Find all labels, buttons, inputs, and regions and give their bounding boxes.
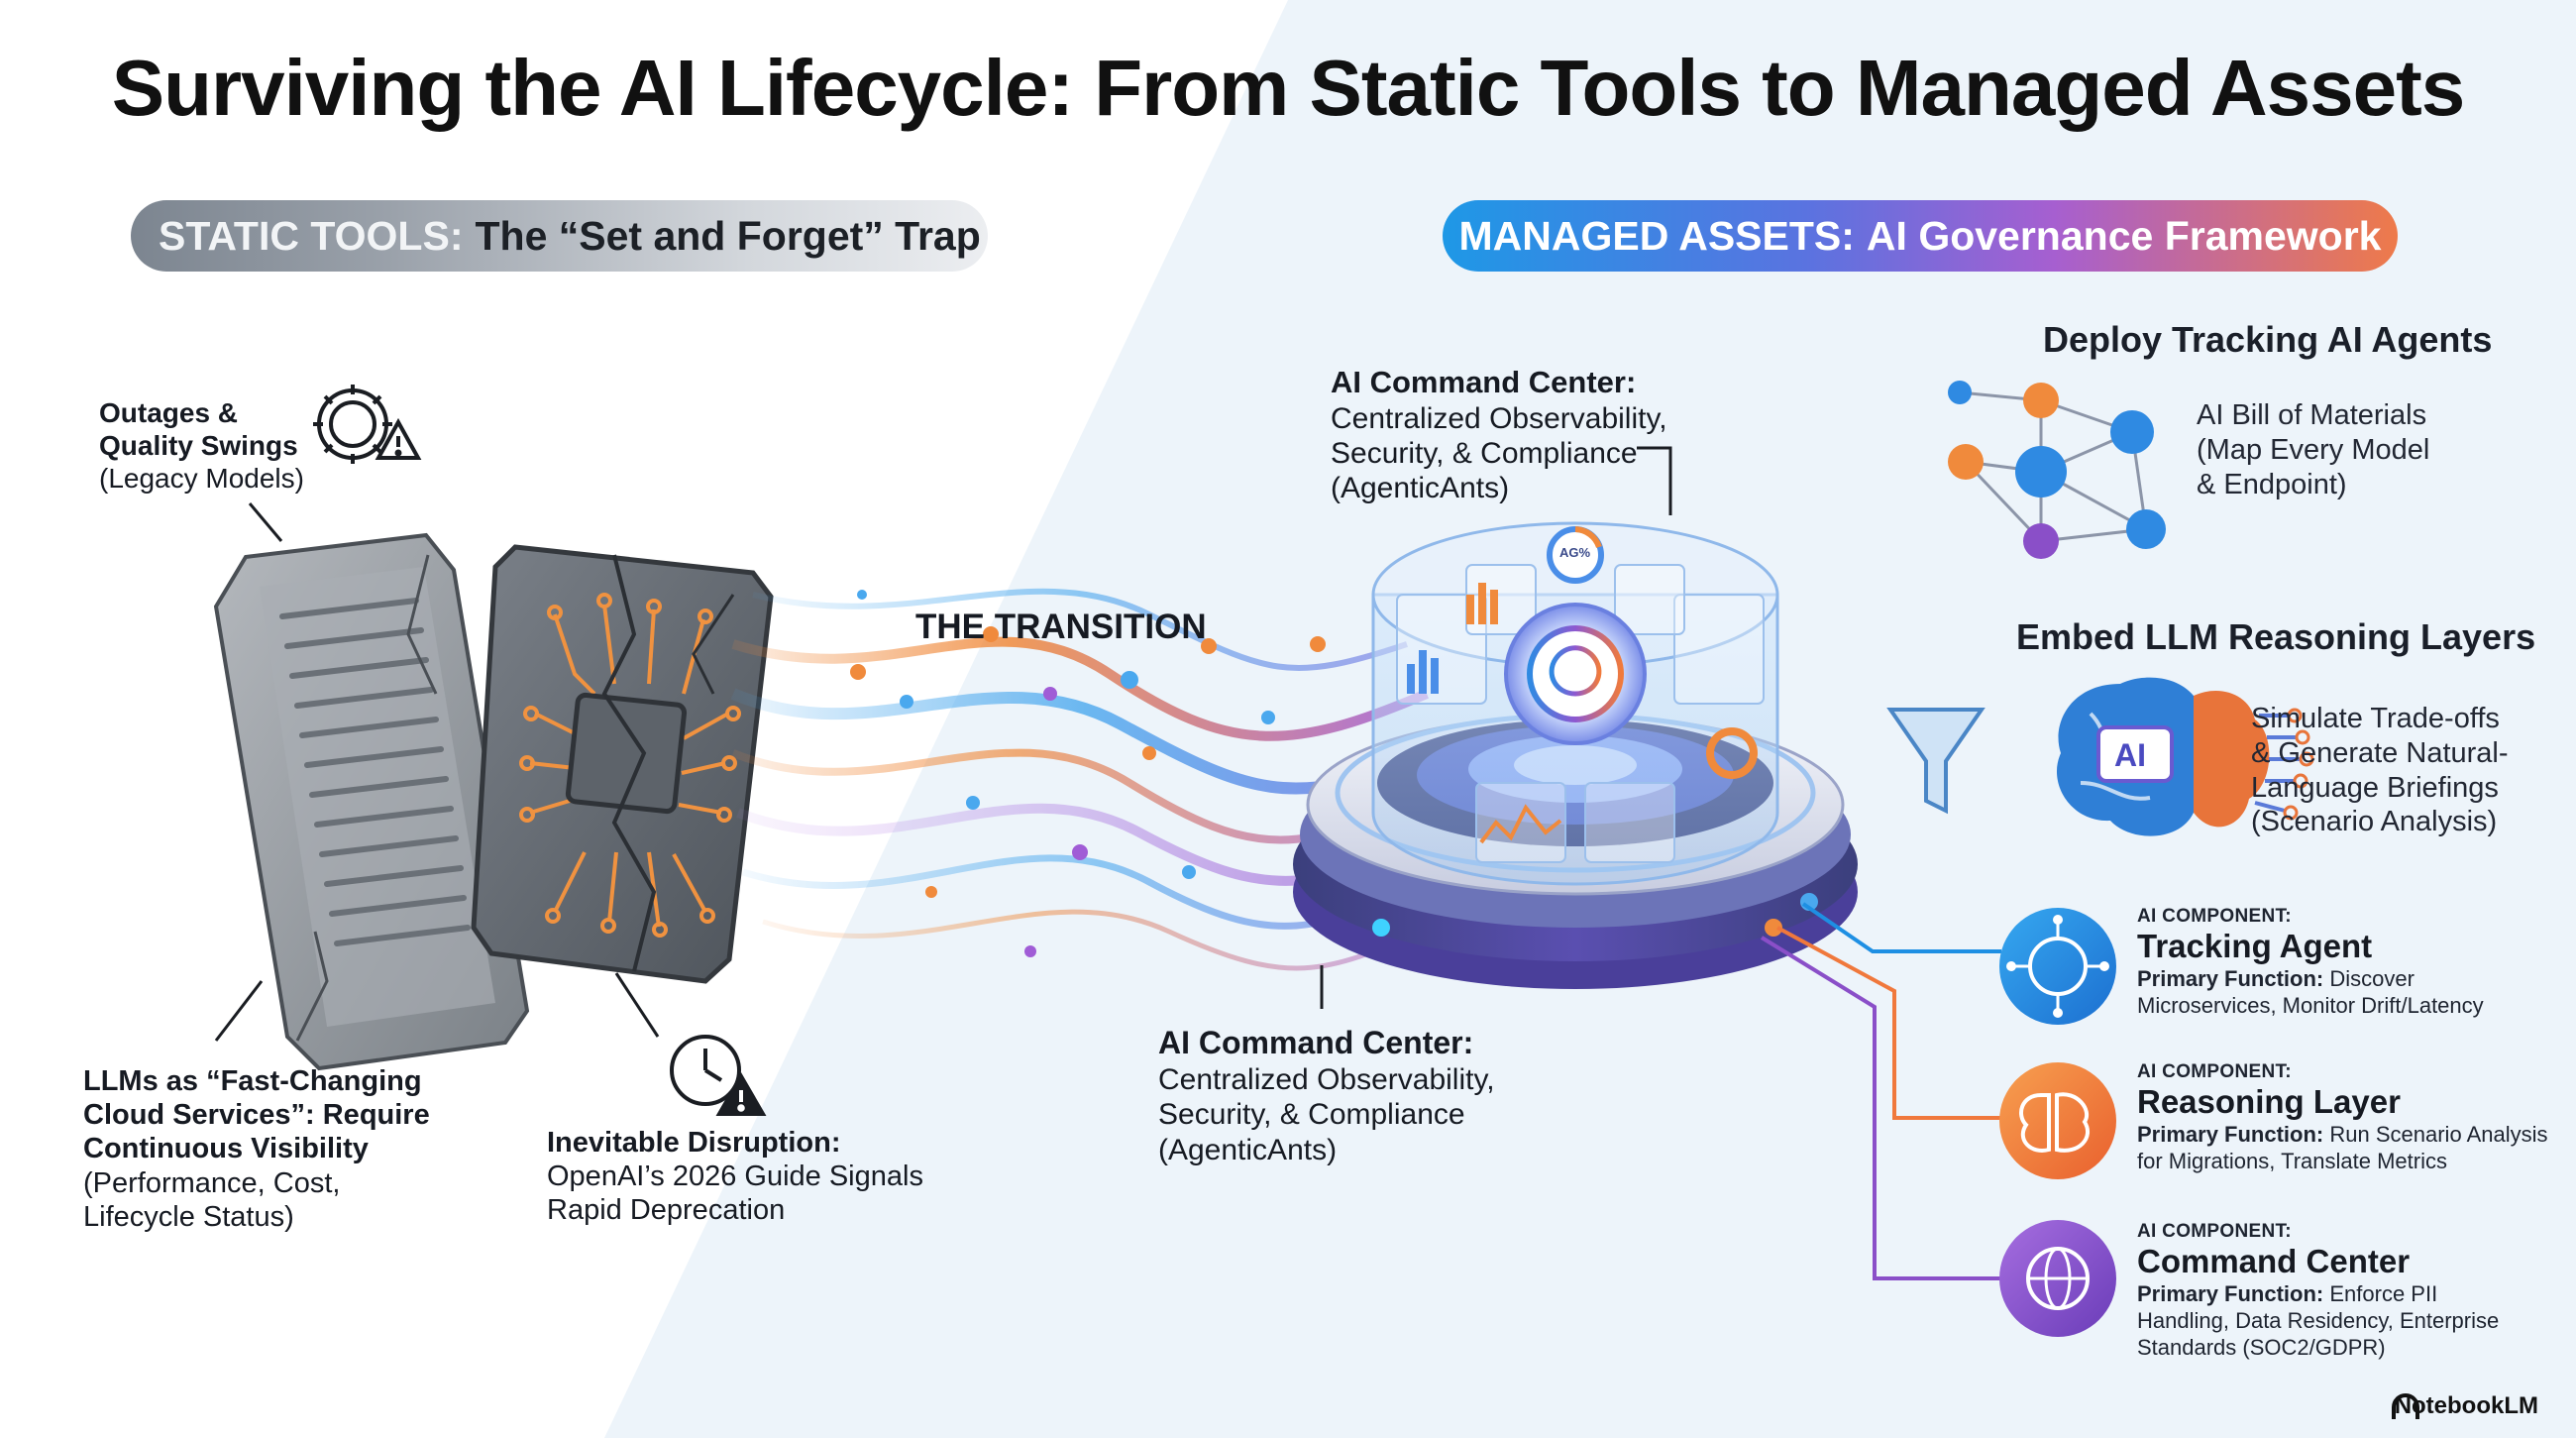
- component-tag: AI COMPONENT:: [2137, 1221, 2292, 1242]
- command-center-platform: [1293, 521, 1858, 989]
- component-func-line1: Run Scenario Analysis: [2329, 1122, 2548, 1148]
- deploy-heading: Deploy Tracking AI Agents: [2043, 319, 2493, 360]
- static-tools-banner: STATIC TOOLS: The “Set and Forget” Trap: [131, 200, 988, 272]
- llms-line1: LLMs as “Fast-Changing: [83, 1065, 422, 1097]
- command-bottom-line3: Security, & Compliance: [1158, 1098, 1465, 1132]
- managed-assets-key: MANAGED ASSETS:: [1458, 212, 1855, 259]
- component-name: Reasoning Layer: [2137, 1083, 2401, 1121]
- command-center-top-callout: AI Command Center: Centralized Observabi…: [1331, 365, 1667, 506]
- leader-disruption: [614, 972, 660, 1038]
- llms-line2: Cloud Services”: Require: [83, 1099, 430, 1132]
- component-func-line1: Enforce PII: [2329, 1281, 2438, 1307]
- command-center-bottom-callout: AI Command Center: Centralized Observabi…: [1158, 1025, 1495, 1167]
- stone-tablet-illustration: [213, 532, 530, 1071]
- cracked-chip-illustration: [471, 544, 774, 984]
- deploy-body: AI Bill of Materials (Map Every Model & …: [2197, 398, 2429, 501]
- component-func-line3: Standards (SOC2/GDPR): [2137, 1335, 2386, 1360]
- component-func-label: Primary Function:: [2137, 966, 2324, 992]
- component-name: Tracking Agent: [2137, 928, 2373, 965]
- llms-line5: Lifecycle Status): [83, 1200, 294, 1233]
- component-func-line2: for Migrations, Translate Metrics: [2137, 1149, 2447, 1174]
- transition-particles: [850, 590, 1373, 957]
- command-top-line3: Security, & Compliance: [1331, 436, 1638, 470]
- embed-line2: & Generate Natural-: [2251, 736, 2509, 769]
- component-func-label: Primary Function:: [2137, 1281, 2324, 1307]
- outages-line3: (Legacy Models): [99, 463, 304, 495]
- llms-callout: LLMs as “Fast-Changing Cloud Services”: …: [83, 1064, 430, 1234]
- agent-network-icon: [1948, 381, 2166, 559]
- managed-assets-value: AI Governance Framework: [1866, 212, 2382, 259]
- dial-text: AG%: [1559, 545, 1591, 560]
- llms-line4: (Performance, Cost,: [83, 1166, 341, 1199]
- component-func-line2: Handling, Data Residency, Enterprise: [2137, 1308, 2500, 1334]
- component-name: Command Center: [2137, 1243, 2411, 1280]
- ai-badge: AI: [2114, 737, 2146, 773]
- gear-warning-icon: [313, 385, 422, 464]
- outages-line1: Outages &: [99, 397, 239, 428]
- command-top-line1: AI Command Center:: [1331, 365, 1637, 399]
- watermark-text: NotebookLM: [2394, 1392, 2538, 1419]
- deploy-line1: AI Bill of Materials: [2197, 399, 2427, 431]
- embed-body: Simulate Trade-offs & Generate Natural- …: [2251, 702, 2509, 839]
- component-connectors: [1760, 902, 2001, 1280]
- leader-command-top: [1637, 446, 1672, 515]
- embed-heading: Embed LLM Reasoning Layers: [2016, 616, 2536, 657]
- llms-line3: Continuous Visibility: [83, 1133, 369, 1165]
- command-bottom-line1: AI Command Center:: [1158, 1025, 1474, 1060]
- ai-brain-icon: [2056, 677, 2314, 836]
- static-tools-value: The “Set and Forget” Trap: [475, 212, 981, 259]
- command-center-icon: [1999, 1220, 2116, 1337]
- deploy-line3: & Endpoint): [2197, 468, 2347, 500]
- component-func-line2: Microservices, Monitor Drift/Latency: [2137, 993, 2484, 1019]
- component-func-line1: Discover: [2329, 966, 2415, 992]
- disruption-callout: Inevitable Disruption: OpenAI’s 2026 Gui…: [547, 1126, 923, 1228]
- command-top-line4: (AgenticAnts): [1331, 472, 1510, 505]
- command-top-line2: Centralized Observability,: [1331, 401, 1667, 435]
- embed-line3: Language Briefings: [2251, 771, 2499, 804]
- notebooklm-logo-icon: [2392, 1393, 2419, 1419]
- notebooklm-watermark: NotebookLM: [2359, 1392, 2538, 1420]
- outages-callout: Outages & Quality Swings (Legacy Models): [99, 396, 304, 495]
- leader-outages: [248, 502, 283, 542]
- command-bottom-line2: Centralized Observability,: [1158, 1062, 1495, 1096]
- embed-line1: Simulate Trade-offs: [2251, 703, 2500, 734]
- command-bottom-line4: (AgenticAnts): [1158, 1133, 1338, 1166]
- funnel-icon: [1886, 708, 1986, 815]
- disruption-line3: Rapid Deprecation: [547, 1194, 786, 1227]
- transition-label: THE TRANSITION: [915, 608, 1207, 646]
- disruption-line2: OpenAI’s 2026 Guide Signals: [547, 1161, 923, 1193]
- static-tools-key: STATIC TOOLS:: [159, 212, 464, 259]
- component-reasoning-layer: AI COMPONENT: Reasoning Layer Primary Fu…: [2137, 1061, 2548, 1175]
- component-tag: AI COMPONENT:: [2137, 906, 2292, 927]
- clock-warning-icon: [670, 1035, 767, 1116]
- component-tag: AI COMPONENT:: [2137, 1061, 2292, 1082]
- disruption-line1: Inevitable Disruption:: [547, 1127, 841, 1159]
- reasoning-layer-icon: [1999, 1062, 2116, 1179]
- component-func-label: Primary Function:: [2137, 1122, 2324, 1148]
- component-command-center: AI COMPONENT: Command Center Primary Fun…: [2137, 1221, 2499, 1362]
- component-tracking-agent: AI COMPONENT: Tracking Agent Primary Fun…: [2137, 906, 2484, 1020]
- outages-line2: Quality Swings: [99, 430, 298, 462]
- managed-assets-banner: MANAGED ASSETS: AI Governance Framework: [1443, 200, 2398, 272]
- embed-line4: (Scenario Analysis): [2251, 806, 2498, 838]
- leader-llms: [214, 980, 264, 1042]
- page-title: Surviving the AI Lifecycle: From Static …: [111, 44, 2466, 132]
- tracking-agent-icon: [1999, 908, 2116, 1025]
- deploy-line2: (Map Every Model: [2197, 433, 2430, 466]
